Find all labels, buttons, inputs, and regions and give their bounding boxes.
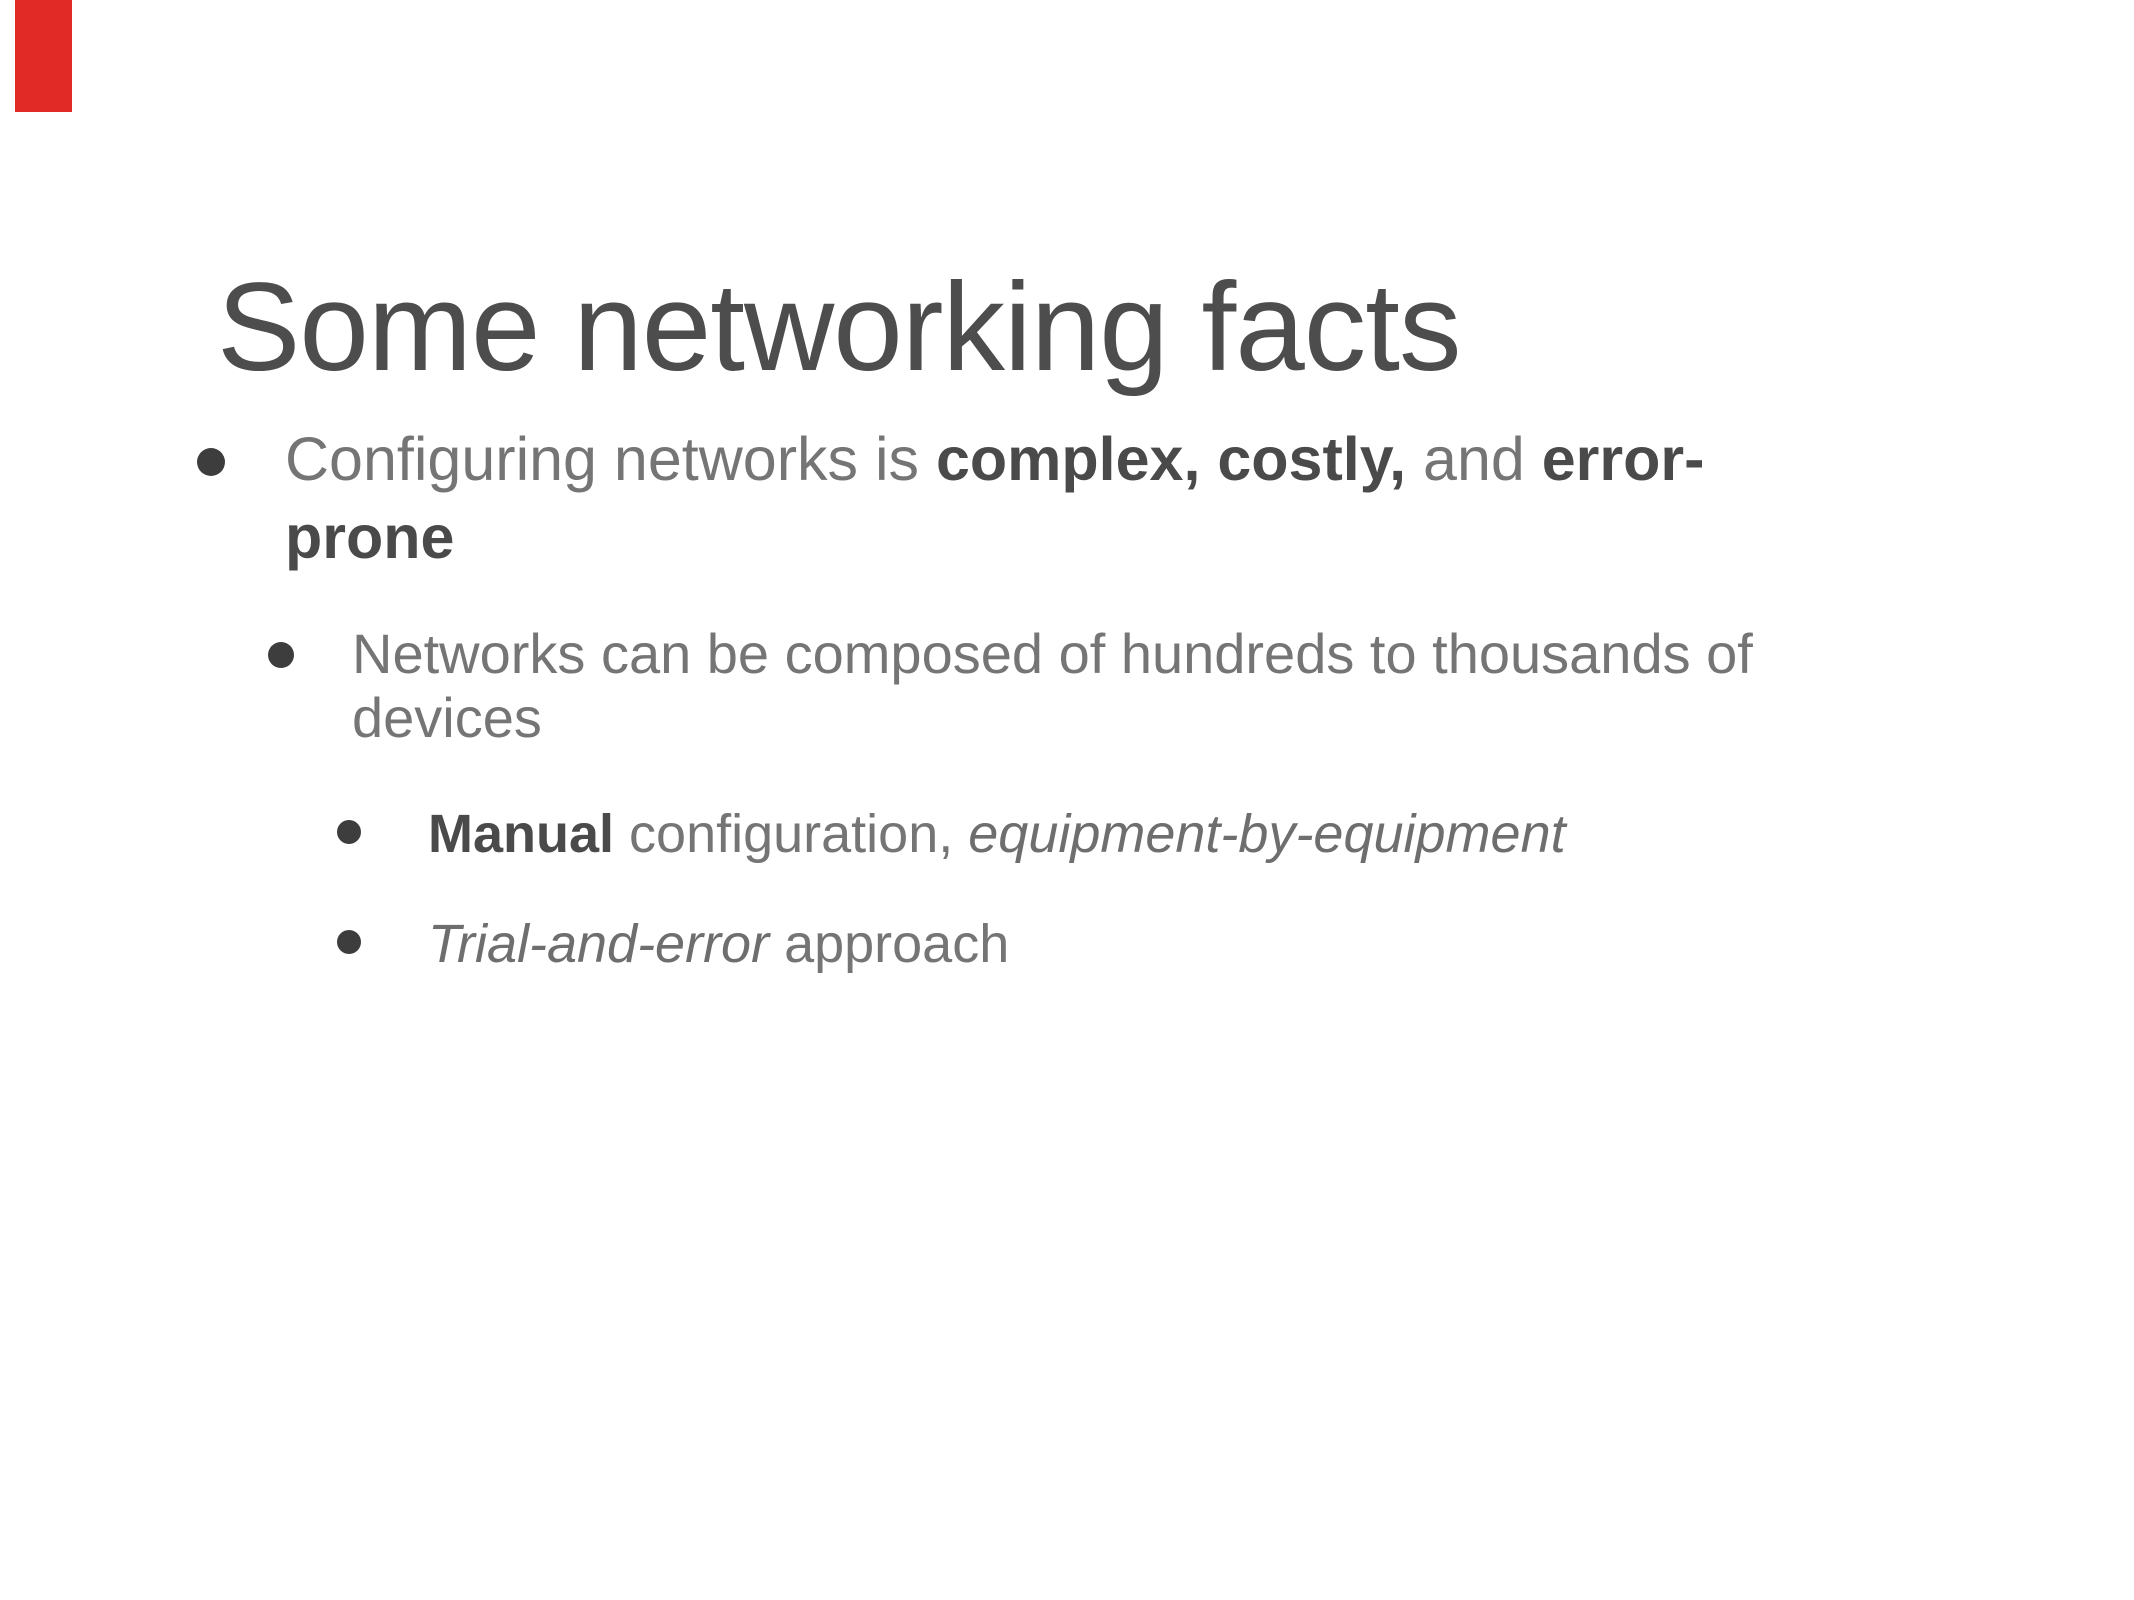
bullet-item-trial: Trial-and-error approach [337, 912, 1010, 976]
slide-title: Some networking facts [217, 257, 1461, 397]
bullet-text: Trial-and-error approach [428, 914, 1010, 974]
bullet-dot-icon [197, 448, 225, 476]
bullet-text: Manual configuration, equipment-by-equip… [428, 804, 1566, 864]
red-accent-bar [15, 0, 72, 112]
bullet-item-configuring: Configuring networks is complex, costly,… [197, 420, 1705, 576]
bullet-dot-icon [337, 820, 361, 844]
bullet-item-networks: Networks can be composed of hundreds to … [268, 622, 1753, 750]
bullet-text: Networks can be composed of hundreds to … [352, 622, 1753, 749]
bullet-item-manual: Manual configuration, equipment-by-equip… [337, 802, 1566, 866]
bullet-dot-icon [268, 642, 294, 668]
bullet-dot-icon [337, 930, 361, 954]
bullet-text: Configuring networks is complex, costly,… [285, 425, 1705, 571]
